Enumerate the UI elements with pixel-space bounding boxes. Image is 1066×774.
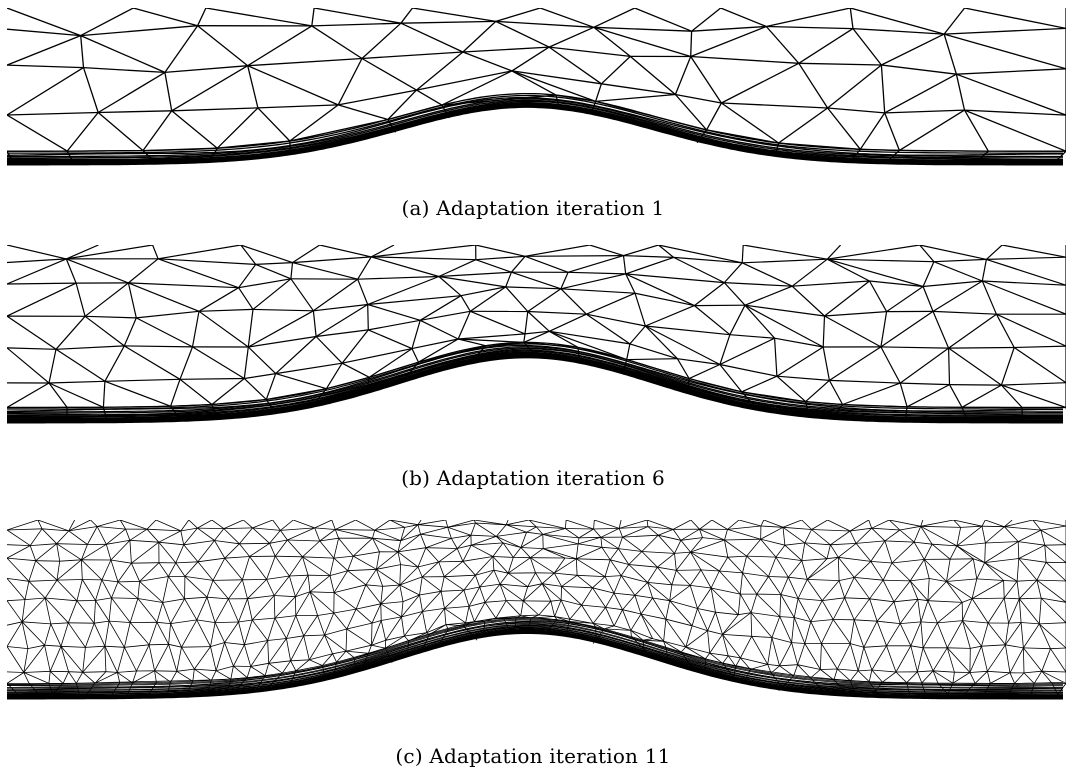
- mesh-plot-iteration-11: [7, 520, 1066, 700]
- mesh-plot-iteration-6: [7, 245, 1066, 424]
- caption-iteration-6: (b) Adaptation iteration 6: [401, 466, 665, 490]
- mesh-lines: [7, 520, 1066, 700]
- mesh-panel-iteration-11: [7, 520, 1066, 702]
- mesh-panel-iteration-1: [7, 8, 1066, 168]
- mesh-panel-iteration-6: [7, 245, 1066, 426]
- caption-iteration-1: (a) Adaptation iteration 1: [401, 196, 665, 220]
- mesh-lines: [7, 8, 1066, 166]
- mesh-plot-iteration-1: [7, 8, 1066, 166]
- caption-iteration-11: (c) Adaptation iteration 11: [395, 744, 671, 768]
- mesh-lines: [7, 245, 1066, 424]
